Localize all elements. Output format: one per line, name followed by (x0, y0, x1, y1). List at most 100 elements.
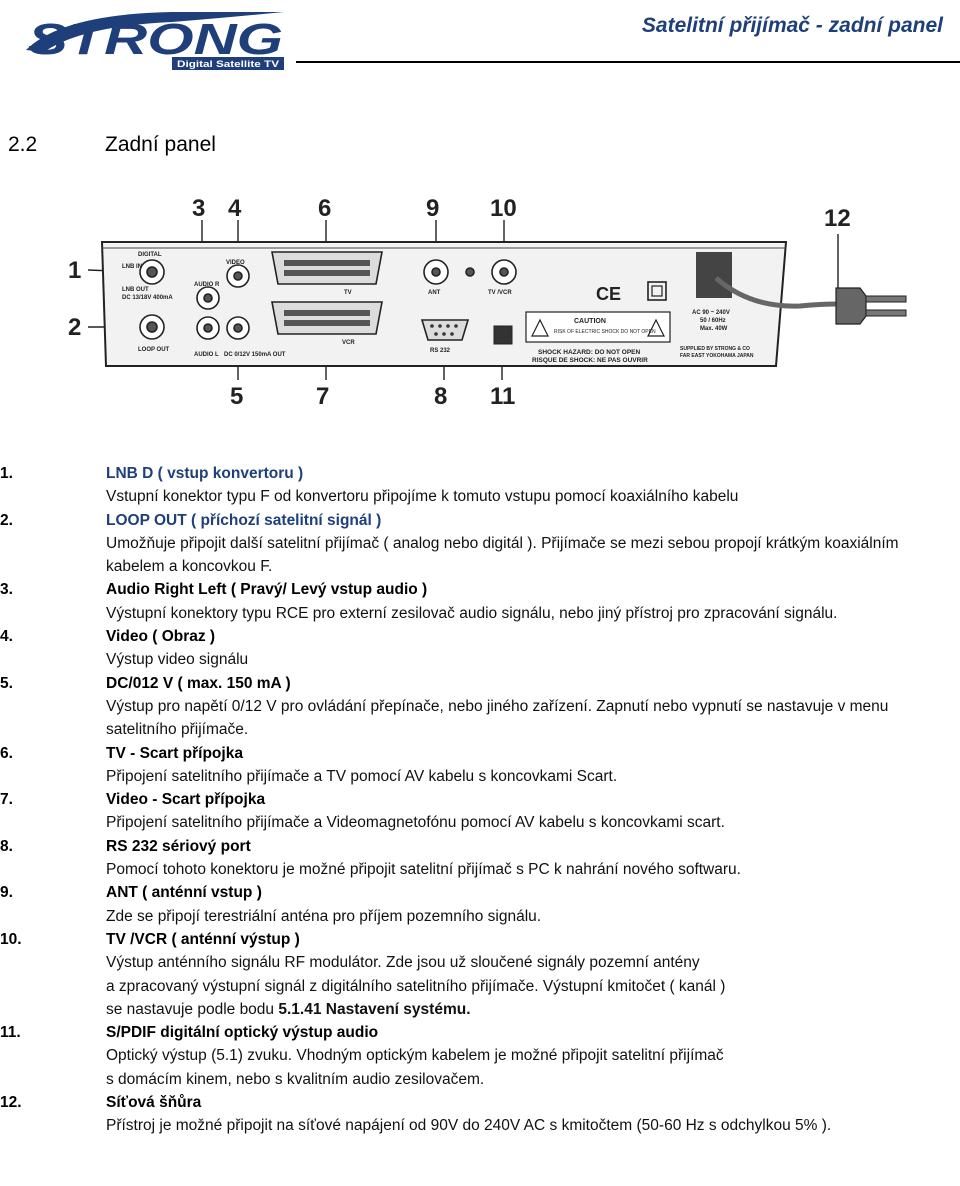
item-title: Video - Scart přípojka (106, 791, 266, 809)
label-power-spec-3: Max. 40W (700, 326, 728, 332)
label-supplier-1: SUPPLIED BY STRONG & CO (680, 346, 750, 352)
label-digital: DIGITAL (138, 252, 162, 258)
callout-12: 12 (824, 205, 851, 232)
logo-text: STRONG (28, 15, 283, 64)
list-item: 9. ANT ( anténní vstup ) Zde se připojí … (0, 881, 960, 928)
power-plug (835, 287, 907, 325)
item-number: 3. (0, 581, 13, 599)
header-divider (296, 61, 960, 63)
list-item: 11. S/PDIF digitální optický výstup audi… (0, 1021, 960, 1091)
tv-scart-connector (271, 251, 383, 285)
item-number: 12. (0, 1094, 22, 1112)
item-description: a zpracovaný výstupní signál z digitální… (106, 977, 726, 995)
item-description: Výstup pro napětí 0/12 V pro ovládání př… (106, 697, 889, 739)
item-number: 11. (0, 1024, 21, 1042)
caution-title: CAUTION (574, 318, 606, 325)
list-item: 3. Audio Right Left ( Pravý/ Levý vstup … (0, 578, 960, 625)
list-item: 10. TV /VCR ( anténní výstup ) Výstup an… (0, 928, 960, 1021)
label-ant: ANT (428, 290, 441, 296)
item-description: Umožňuje připojit další satelitní přijím… (106, 534, 899, 576)
item-title: LNB D ( vstup konvertoru ) (106, 465, 304, 482)
item-number: 4. (0, 628, 13, 646)
item-number: 8. (0, 837, 13, 855)
section-heading: 2.2 Zadní panel (8, 133, 216, 157)
shock-hazard-text: SHOCK HAZARD: DO NOT OPEN (538, 349, 641, 356)
header-title: Satelitní přijímač - zadní panel (641, 14, 943, 37)
rear-panel-illustration: 1 2 3 4 5 6 7 8 9 10 11 12 (68, 195, 907, 410)
label-rs232: RS 232 (430, 348, 451, 354)
callout-2: 2 (68, 314, 81, 341)
list-item: 4. Video ( Obraz ) Výstup video signálu (0, 625, 960, 672)
item-title: Video ( Obraz ) (106, 628, 216, 646)
label-audio-r: AUDIO R (194, 282, 220, 288)
vcr-scart-connector (271, 301, 383, 335)
item-title: S/PDIF digitální optický výstup audio (106, 1024, 379, 1042)
item-number: 5. (0, 674, 13, 692)
section-number: 2.2 (8, 133, 38, 156)
connector-list: 1. LNB D ( vstup konvertoru ) Vstupní ko… (0, 462, 960, 1138)
item-number: 9. (0, 884, 13, 902)
label-lnb-in: LNB IN (122, 264, 142, 270)
item-number: 2. (0, 511, 13, 529)
item-title: LOOP OUT ( příchozí satelitní signál ) (106, 511, 382, 529)
item-description: Pomocí tohoto konektoru je možné připoji… (106, 861, 741, 879)
item-description: s domácím kinem, nebo s kvalitním audio … (106, 1070, 485, 1088)
item-title: Síťová šňůra (106, 1094, 202, 1112)
label-lnb-out-spec: DC 13/18V 400mA (122, 295, 173, 301)
callout-1: 1 (68, 257, 81, 284)
item-description: Výstup video signálu (106, 651, 249, 669)
item-description: Výstupní konektory typu RCE pro externí … (106, 604, 838, 622)
item-title: ANT ( anténní vstup ) (106, 884, 262, 902)
page-header: STRONG Digital Satellite TV Satelitní př… (0, 0, 960, 70)
list-item: 1. LNB D ( vstup konvertoru ) Vstupní ko… (0, 462, 960, 509)
spdif-optical-connector (493, 325, 513, 345)
label-supplier-2: FAR EAST YOKOHAMA JAPAN (680, 353, 754, 359)
label-power-spec-1: AC 90 ~ 240V (692, 310, 730, 316)
list-item: 5. DC/012 V ( max. 150 mA ) Výstup pro n… (0, 672, 960, 742)
list-item: 2. LOOP OUT ( příchozí satelitní signál … (0, 509, 960, 579)
item-description: Výstup anténního signálu RF modulátor. Z… (106, 954, 700, 972)
item-number: 1. (0, 465, 13, 482)
label-vcr: VCR (342, 340, 355, 346)
callout-10: 10 (490, 195, 517, 222)
item-number: 6. (0, 744, 13, 762)
strong-logo: STRONG Digital Satellite TV (26, 12, 284, 70)
callout-8: 8 (434, 383, 447, 410)
item-description: Optický výstup (5.1) zvuku. Vhodným opti… (106, 1047, 724, 1065)
risque-text: RISQUE DE SHOCK: NE PAS OUVRIR (532, 357, 648, 364)
item-title: TV - Scart přípojka (106, 744, 243, 762)
label-audio-l: AUDIO L (194, 352, 219, 358)
rs232-connector (420, 319, 470, 341)
item-description: Přístroj je možné připojit na síťové nap… (106, 1117, 832, 1135)
item-description: Vstupní konektor typu F od konvertoru př… (106, 488, 739, 506)
item-description: Připojení satelitního přijímače a TV pom… (106, 767, 618, 785)
section-reference: 5.1.41 Nastavení systému. (278, 1000, 471, 1018)
label-loop-out: LOOP OUT (138, 347, 170, 353)
list-item: 7. Video - Scart přípojka Připojení sate… (0, 788, 960, 835)
item-number: 10. (0, 930, 22, 948)
callout-3: 3 (192, 195, 205, 222)
callout-7: 7 (316, 383, 329, 410)
label-lnb-out: LNB OUT (122, 287, 149, 293)
label-power-spec-2: 50 / 60Hz (700, 318, 726, 324)
callout-6: 6 (318, 195, 331, 222)
label-video: VIDEO (226, 260, 245, 266)
caution-label (525, 311, 671, 343)
caution-sub: RISK OF ELECTRIC SHOCK DO NOT OPEN (554, 329, 656, 335)
item-number: 7. (0, 791, 13, 809)
item-description: Zde se připojí terestriální anténa pro p… (106, 907, 542, 925)
list-item: 8. RS 232 sériový port Pomocí tohoto kon… (0, 835, 960, 882)
callout-11: 11 (490, 383, 515, 410)
item-title: TV /VCR ( anténní výstup ) (106, 930, 300, 948)
label-tv-vcr: TV /VCR (488, 290, 512, 296)
logo-subtitle: Digital Satellite TV (177, 59, 280, 70)
section-title: Zadní panel (105, 133, 216, 156)
callout-9: 9 (426, 195, 439, 222)
desc-tail-text: se nastavuje podle bodu (106, 1000, 279, 1018)
item-title: DC/012 V ( max. 150 mA ) (106, 674, 291, 692)
ce-mark: CE (596, 284, 621, 304)
list-item: 12. Síťová šňůra Přístroj je možné připo… (0, 1091, 960, 1138)
item-title: RS 232 sériový port (106, 837, 251, 855)
item-title: Audio Right Left ( Pravý/ Levý vstup aud… (106, 581, 428, 599)
callout-4: 4 (228, 195, 242, 222)
